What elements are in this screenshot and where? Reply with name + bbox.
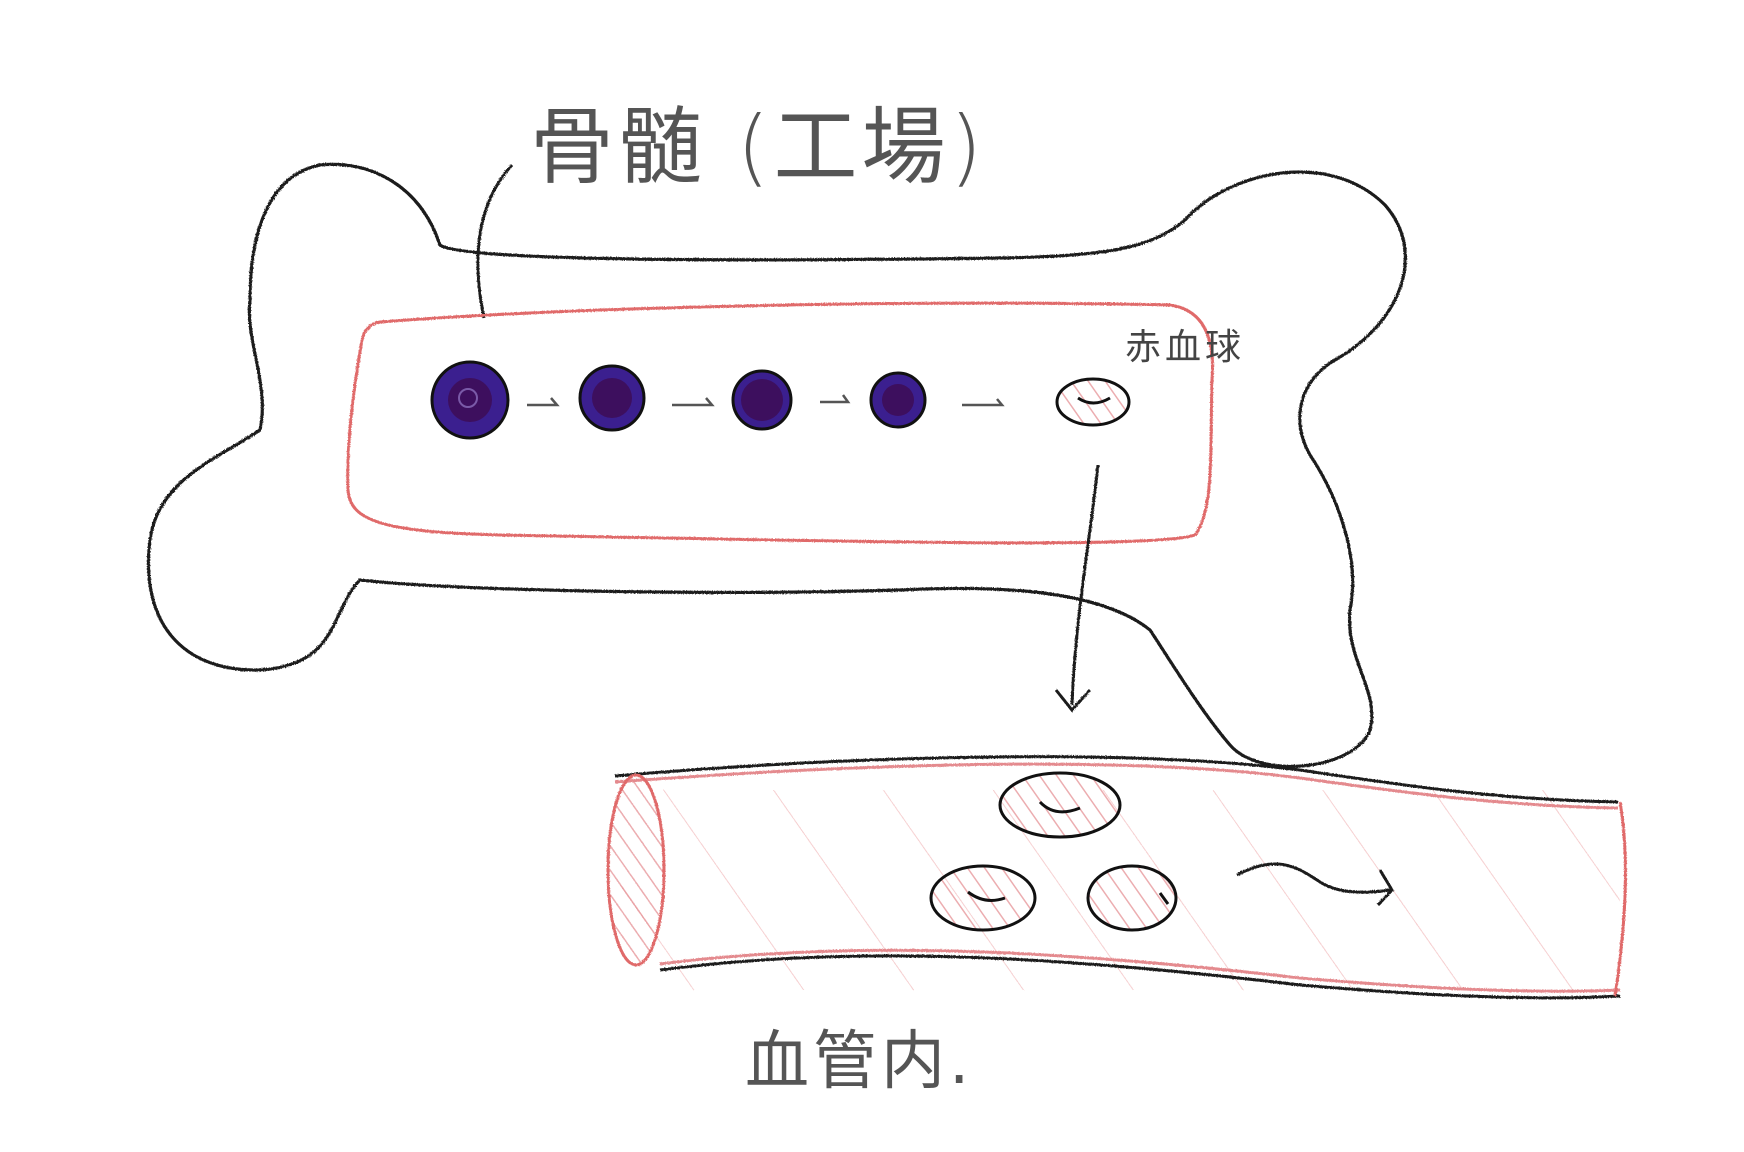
blood-vessel-label: 血管内. (745, 1025, 974, 1099)
vessel-red-blood-cell (998, 771, 1122, 839)
mature-red-blood-cell (1055, 377, 1131, 427)
vessel-red-blood-cell (929, 864, 1037, 932)
arrow-icon (962, 398, 1005, 407)
label-pointer-line (476, 163, 514, 319)
bone-marrow-region (346, 301, 1214, 545)
precursor-cell-1 (430, 360, 510, 440)
arrow-icon (672, 397, 715, 407)
stage-arrows (527, 394, 1005, 407)
precursor-cell-2 (578, 364, 646, 432)
release-arrow (1054, 464, 1100, 713)
bone-marrow-label: 骨髄 (工場) (530, 98, 987, 196)
precursor-cell-3 (731, 369, 793, 431)
arrow-icon (820, 394, 851, 404)
flow-arrow (1236, 862, 1394, 907)
precursor-cell-4 (869, 371, 927, 429)
red-blood-cell-label: 赤血球 (1125, 327, 1246, 368)
bone-outline (146, 162, 1407, 768)
vessel-red-blood-cell (1086, 864, 1178, 932)
arrow-icon (527, 397, 560, 407)
